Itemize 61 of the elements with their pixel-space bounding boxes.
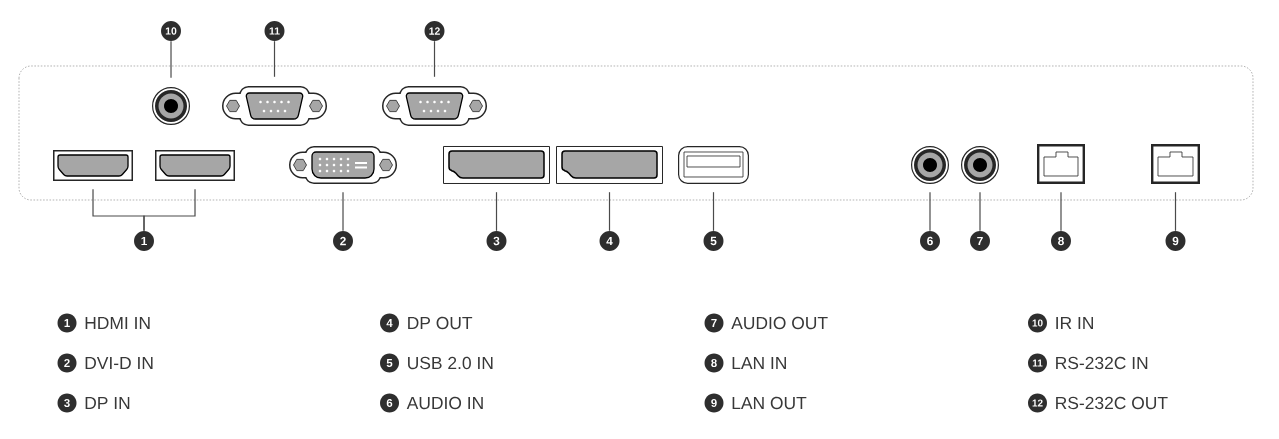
key-label: USB 2.0 IN: [408, 356, 493, 370]
audio-jack: [911, 146, 949, 184]
key-label: LAN OUT: [732, 396, 807, 410]
callout-number: 4: [380, 313, 399, 333]
callout-number: 7: [704, 313, 724, 333]
leader-line: [1060, 191, 1062, 232]
audio-jack: [961, 146, 999, 184]
callout-number: 10: [161, 21, 181, 41]
key-label: DP IN: [85, 397, 130, 409]
displayport-port: [443, 146, 550, 184]
leader-line: [608, 191, 611, 232]
key-label: LAN IN: [732, 357, 786, 369]
callout-number: 5: [380, 353, 399, 373]
callout-number: 9: [1165, 231, 1186, 251]
callout-number: 11: [264, 21, 285, 41]
callout-number: 6: [380, 393, 399, 413]
callout-number: 12: [1028, 393, 1047, 413]
leader-line: [273, 40, 276, 78]
callout-number: 7: [970, 231, 990, 251]
callout-number: 3: [57, 393, 77, 413]
key-label: AUDIO OUT: [731, 316, 828, 330]
serial-port: [382, 86, 487, 126]
usb-port: [678, 146, 749, 184]
callout-number: 9: [704, 393, 724, 413]
leader-line: [342, 191, 344, 232]
callout-number: 2: [333, 231, 353, 251]
callout-number: 1: [134, 231, 154, 251]
lan-port: [1151, 144, 1200, 184]
audio-jack: [152, 87, 190, 125]
callout-number: 6: [920, 231, 940, 251]
key-label: RS-232C OUT: [1056, 396, 1168, 410]
serial-port: [222, 86, 327, 126]
key-label: HDMI IN: [85, 317, 150, 329]
displayport-port: [556, 146, 663, 184]
key-label: AUDIO IN: [406, 396, 483, 410]
callout-number: 5: [703, 231, 724, 251]
key-label: RS-232C IN: [1056, 356, 1148, 370]
callout-number: 2: [57, 353, 77, 373]
hdmi-port: [155, 150, 235, 181]
key-label: DVI-D IN: [85, 357, 153, 369]
lan-port: [1037, 144, 1085, 184]
leader-line: [1174, 191, 1177, 232]
hdmi-port: [53, 150, 133, 181]
callout-number: 1: [57, 313, 77, 333]
callout-number: 3: [486, 231, 507, 251]
leader-line: [712, 191, 715, 232]
callout-number: 11: [1028, 353, 1047, 373]
leader-line: [433, 40, 436, 78]
leader-line: [170, 40, 172, 79]
key-label: IR IN: [1056, 317, 1093, 329]
callout-number: 10: [1028, 313, 1047, 333]
key-label: DP OUT: [408, 316, 473, 330]
leader-line: [143, 188, 196, 232]
leader-line: [495, 191, 498, 232]
leader-line: [929, 191, 931, 232]
callout-number: 8: [1051, 231, 1071, 251]
callout-number: 12: [424, 21, 445, 41]
dvi-port: [289, 146, 397, 184]
callout-number: 4: [599, 231, 620, 251]
callout-number: 8: [704, 353, 724, 373]
leader-line: [979, 191, 981, 232]
